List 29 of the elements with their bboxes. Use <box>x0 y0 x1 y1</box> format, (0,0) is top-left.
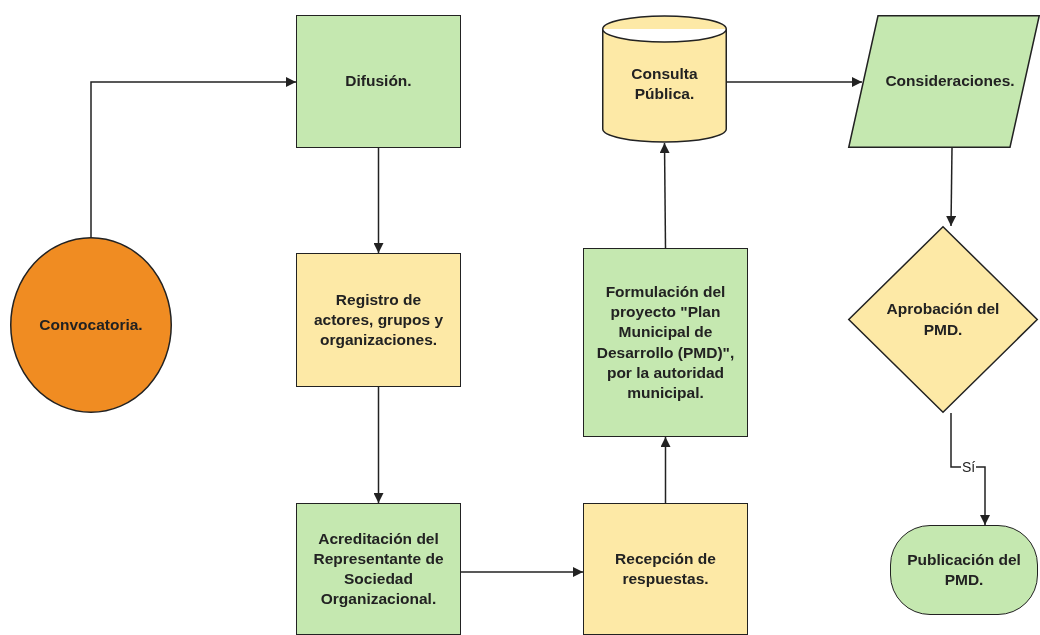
arrow <box>373 147 384 254</box>
data-parallelogram <box>848 15 1040 148</box>
arrow <box>946 147 957 227</box>
edge-label: Sí <box>961 460 977 474</box>
node-label: Difusión. <box>345 71 412 92</box>
node-label: Recepción de respuestas. <box>614 548 717 589</box>
node-label: Aprobación del PMD. <box>885 299 1001 340</box>
arrow <box>460 567 584 577</box>
arrow <box>726 77 863 87</box>
arrow <box>659 142 670 249</box>
process-box <box>296 15 461 148</box>
node-label: Formulación del proyecto "Plan Municipal de Desarrollo (PMD)", por la autoridad municipal. <box>595 282 736 403</box>
node-label: Acreditación del Representante de Sociedad Organizacional. <box>312 528 445 610</box>
node-label: Consideraciones. <box>885 71 1015 92</box>
node-label: Registro de actores, grupos y organizaciones. <box>312 289 445 351</box>
node-label: Publicación del PMD. <box>906 549 1022 590</box>
database-cylinder <box>602 15 727 143</box>
process-box <box>296 253 461 387</box>
decision-diamond <box>848 226 1038 413</box>
arrow <box>90 77 297 238</box>
arrow <box>660 436 671 504</box>
process-box <box>583 503 748 635</box>
node-label: Convocatoria. <box>39 314 143 335</box>
process-box <box>296 503 461 635</box>
process-box <box>583 248 748 437</box>
arrow <box>373 386 384 504</box>
node-label: Consulta Pública. <box>630 63 699 104</box>
start-circle <box>10 237 172 413</box>
arrow <box>950 412 990 526</box>
